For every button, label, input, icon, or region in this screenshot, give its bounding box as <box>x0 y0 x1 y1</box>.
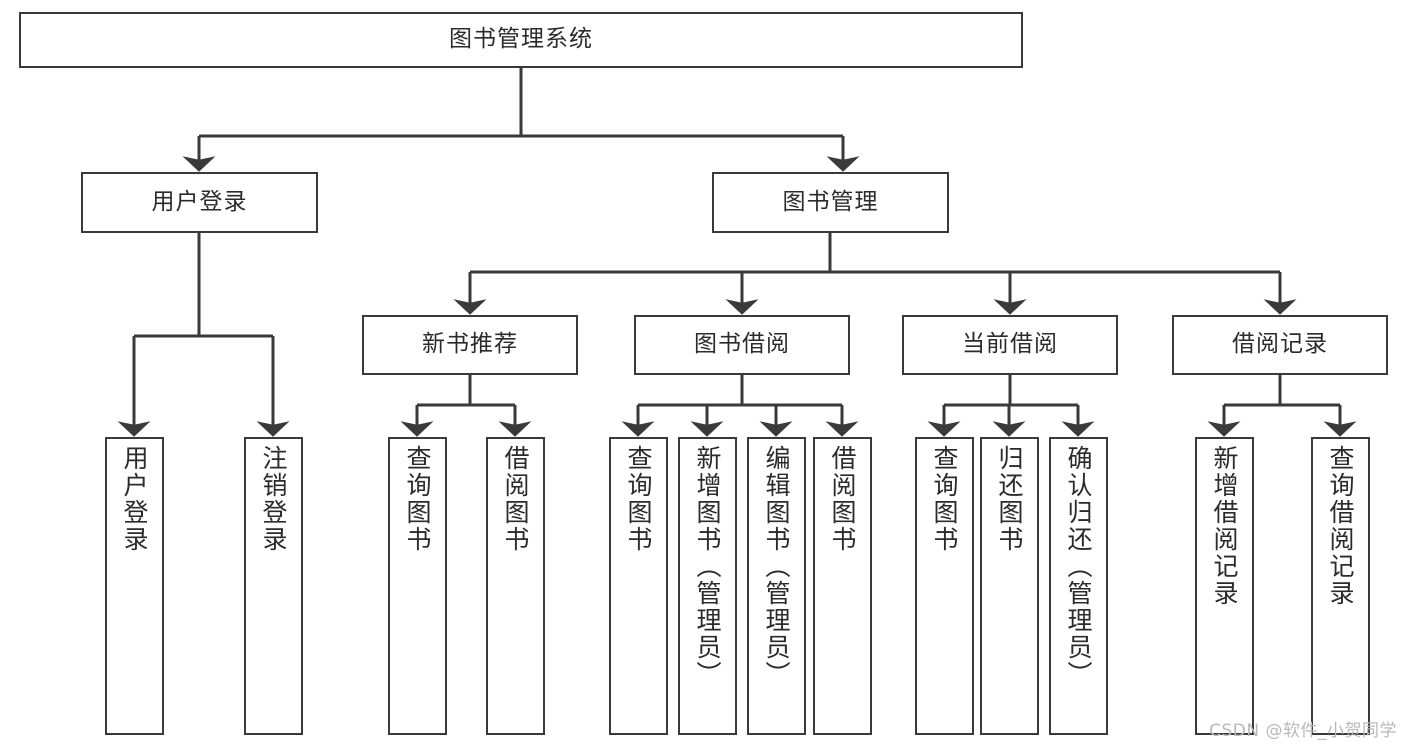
leaf-records-add-record[interactable]: 新增借阅记录 <box>1195 437 1254 735</box>
node-label: 借阅记录 <box>1232 331 1328 358</box>
node-label: 编辑图书（管理员） <box>762 445 791 688</box>
node-borrow-records[interactable]: 借阅记录 <box>1172 315 1388 375</box>
node-label: 查询图书 <box>930 445 959 553</box>
leaf-current-query-book[interactable]: 查询图书 <box>915 437 974 735</box>
leaf-records-query-record[interactable]: 查询借阅记录 <box>1311 437 1370 735</box>
node-current-borrow[interactable]: 当前借阅 <box>902 315 1118 375</box>
leaf-user-login-signin[interactable]: 用户登录 <box>105 437 164 735</box>
node-label: 图书管理系统 <box>449 26 593 53</box>
node-label: 用户登录 <box>151 188 248 215</box>
node-label: 新书推荐 <box>422 331 518 358</box>
node-label: 用户登录 <box>120 445 149 553</box>
node-label: 借阅图书 <box>501 445 530 553</box>
node-label: 新增借阅记录 <box>1210 445 1239 607</box>
node-book-borrow[interactable]: 图书借阅 <box>634 315 850 375</box>
node-label: 查询图书 <box>403 445 432 553</box>
node-label: 当前借阅 <box>962 331 1058 358</box>
node-root-system[interactable]: 图书管理系统 <box>19 12 1023 68</box>
node-label: 注销登录 <box>259 445 288 553</box>
node-label: 图书借阅 <box>694 331 790 358</box>
leaf-borrow-query-book[interactable]: 查询图书 <box>609 437 668 735</box>
leaf-current-return-book[interactable]: 归还图书 <box>980 437 1039 735</box>
node-label: 新增图书（管理员） <box>693 445 722 688</box>
node-label: 查询图书 <box>624 445 653 553</box>
node-label: 查询借阅记录 <box>1326 445 1355 607</box>
leaf-new-book-query[interactable]: 查询图书 <box>388 437 447 735</box>
node-label: 确认归还（管理员） <box>1064 445 1093 688</box>
node-user-login[interactable]: 用户登录 <box>81 172 318 233</box>
node-label: 借阅图书 <box>828 445 857 553</box>
leaf-borrow-edit-book-admin[interactable]: 编辑图书（管理员） <box>747 437 806 735</box>
watermark-text: CSDN @软件_小贺同学 <box>1209 721 1397 741</box>
node-new-book-recommend[interactable]: 新书推荐 <box>362 315 578 375</box>
leaf-current-confirm-return-admin[interactable]: 确认归还（管理员） <box>1049 437 1108 735</box>
leaf-borrow-borrow-book[interactable]: 借阅图书 <box>813 437 872 735</box>
node-book-management[interactable]: 图书管理 <box>712 172 949 233</box>
leaf-user-login-signout[interactable]: 注销登录 <box>244 437 303 735</box>
leaf-borrow-add-book-admin[interactable]: 新增图书（管理员） <box>678 437 737 735</box>
node-label: 图书管理 <box>782 188 879 215</box>
node-label: 归还图书 <box>995 445 1024 553</box>
leaf-new-book-borrow[interactable]: 借阅图书 <box>486 437 545 735</box>
